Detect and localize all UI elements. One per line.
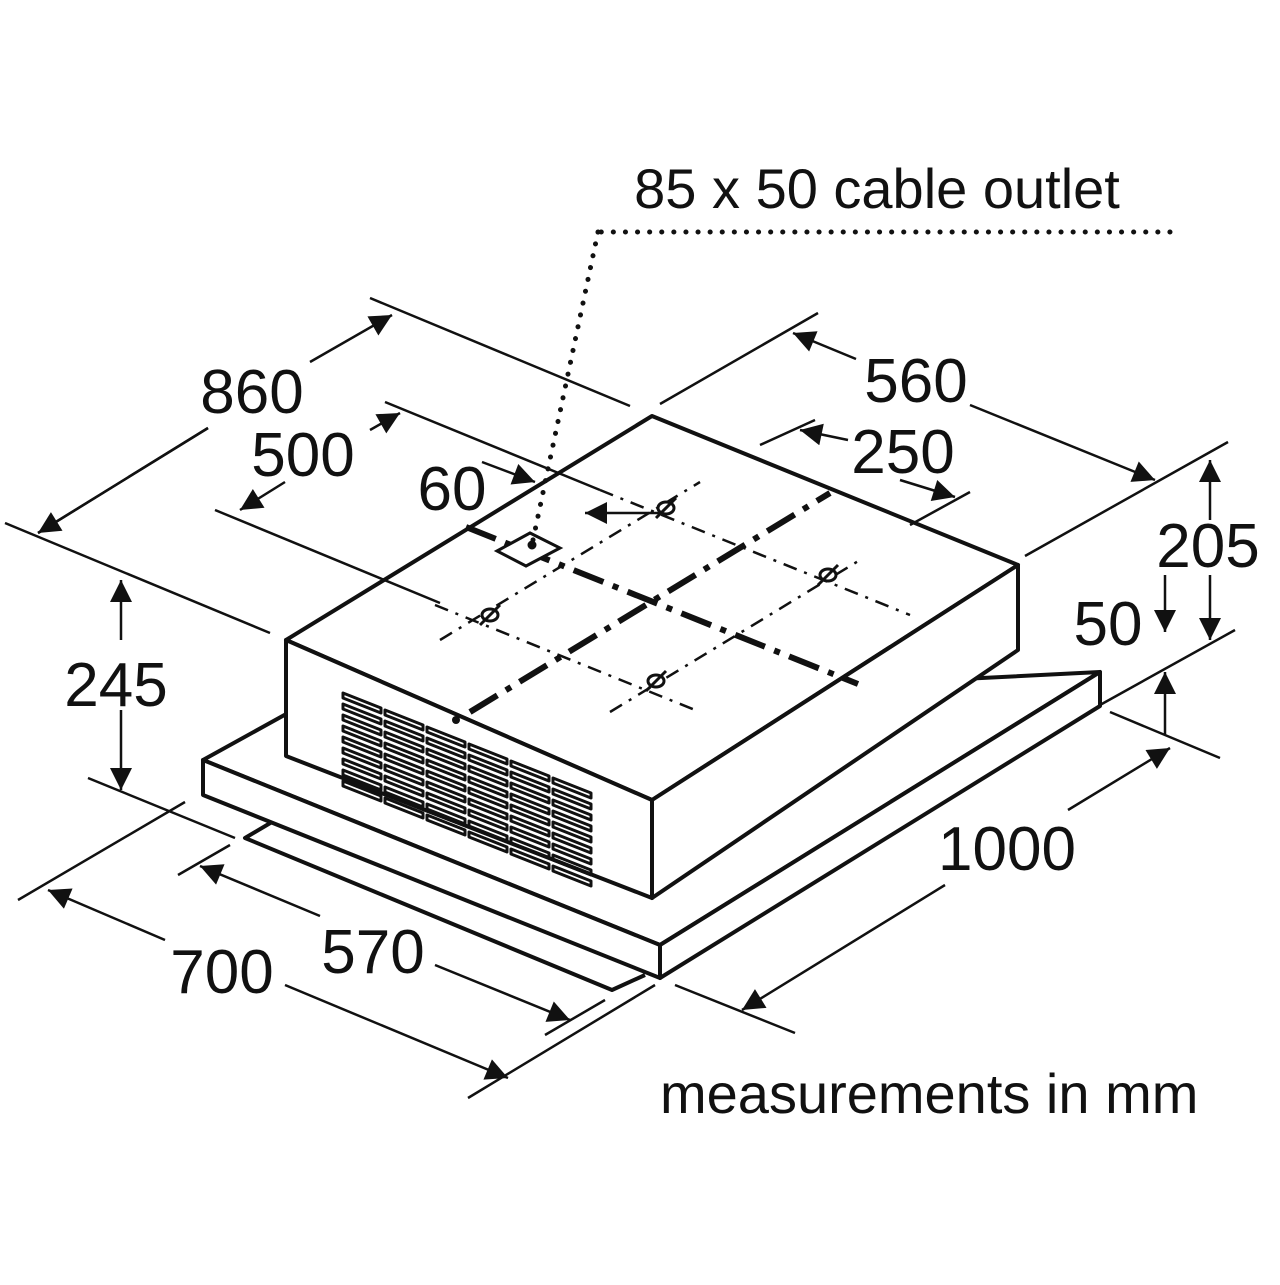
vent-slot xyxy=(425,802,467,826)
vent-slot xyxy=(509,825,551,849)
vent-slot xyxy=(551,798,593,822)
body-side-face xyxy=(650,563,1020,900)
vent-grille xyxy=(341,691,593,888)
vent-slot xyxy=(467,819,509,843)
vent-slot xyxy=(341,691,383,715)
hole-line-back xyxy=(599,488,911,617)
vent-slot xyxy=(383,741,425,765)
vent-slot xyxy=(425,758,467,782)
vent-slot xyxy=(509,814,551,838)
vent-slot xyxy=(467,753,509,777)
mounting-hole-icon xyxy=(816,563,840,587)
mounting-holes xyxy=(478,496,840,693)
indicator-dot xyxy=(452,716,460,724)
dimension-outlet-offset: 60 xyxy=(418,455,487,524)
vent-slot xyxy=(551,809,593,833)
vent-slot xyxy=(383,719,425,743)
dimension-mount-depth: 500 xyxy=(251,421,354,490)
dimension-body-height: 205 xyxy=(1156,512,1259,581)
mounting-hole-icon xyxy=(654,496,678,520)
cable-outlet-shape xyxy=(493,531,564,568)
vent-slot xyxy=(341,735,383,759)
panel-side-face xyxy=(658,670,1102,980)
vent-slot xyxy=(509,770,551,794)
dimension-panel-depth: 700 xyxy=(170,938,273,1007)
dimension-overall-depth: 860 xyxy=(200,358,303,427)
center-line-cross xyxy=(468,490,832,715)
vent-slot xyxy=(425,725,467,749)
dimension-mount-width: 250 xyxy=(851,418,954,487)
vent-slot xyxy=(341,746,383,770)
vent-slot xyxy=(383,796,425,820)
vent-slot xyxy=(341,779,383,803)
vent-slot xyxy=(551,831,593,855)
vent-slot xyxy=(551,776,593,800)
dimension-lines xyxy=(4,296,1236,1100)
vent-slot xyxy=(341,702,383,726)
vent-slot xyxy=(383,730,425,754)
vent-slot xyxy=(509,781,551,805)
vent-slot xyxy=(341,757,383,781)
mounting-hole-icon xyxy=(644,669,668,693)
vent-slot xyxy=(425,747,467,771)
dimension-total-height: 245 xyxy=(64,651,167,720)
vent-slot xyxy=(551,820,593,844)
vent-slot xyxy=(425,736,467,760)
vent-slot xyxy=(383,785,425,809)
mounting-hole-icon xyxy=(478,603,502,627)
vent-slot xyxy=(467,775,509,799)
vent-slot xyxy=(467,797,509,821)
dimension-cutout-depth: 570 xyxy=(321,918,424,987)
vent-slot xyxy=(383,774,425,798)
vent-slot xyxy=(509,759,551,783)
vent-slot xyxy=(509,847,551,871)
vent-slot xyxy=(425,813,467,837)
cable-outlet-label: 85 x 50 cable outlet xyxy=(634,157,1120,220)
vent-slot xyxy=(551,842,593,866)
vent-slot xyxy=(509,803,551,827)
vent-slot xyxy=(467,830,509,854)
units-caption: measurements in mm xyxy=(660,1062,1198,1125)
dimension-panel-thickness: 50 xyxy=(1074,590,1143,659)
vent-slot xyxy=(341,768,383,792)
vent-slot xyxy=(467,786,509,810)
vent-slot xyxy=(425,780,467,804)
vent-slot xyxy=(425,791,467,815)
vent-slot xyxy=(341,713,383,737)
vent-slot xyxy=(509,792,551,816)
vent-slot xyxy=(383,763,425,787)
vent-slot xyxy=(467,808,509,832)
vent-slot xyxy=(467,764,509,788)
dimension-panel-width: 1000 xyxy=(938,815,1076,884)
cable-outlet-leader xyxy=(530,229,1173,543)
vent-slot xyxy=(551,787,593,811)
cutout-plate xyxy=(243,820,646,992)
vent-slot xyxy=(425,769,467,793)
vent-slot xyxy=(509,836,551,860)
vent-slot xyxy=(341,724,383,748)
vent-slot xyxy=(383,708,425,732)
vent-slot xyxy=(551,864,593,888)
hole-line-front xyxy=(434,603,701,714)
vent-slot xyxy=(467,742,509,766)
vent-slot xyxy=(551,853,593,877)
vent-slot xyxy=(383,752,425,776)
dimension-overall-width: 560 xyxy=(864,347,967,416)
labels: 85 x 50 cable outlet 860 500 60 560 250 … xyxy=(64,157,1259,1125)
